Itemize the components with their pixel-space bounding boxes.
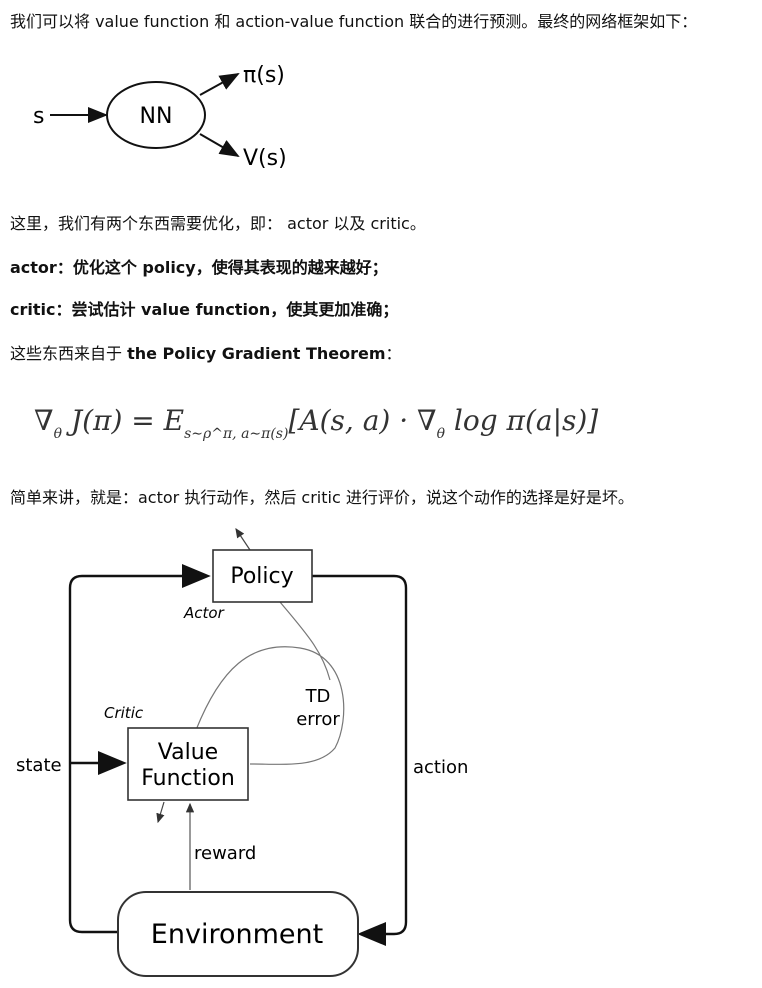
critic-label: Critic: [104, 704, 144, 722]
nn-node: [106, 81, 206, 149]
para-optimize: 这里，我们有两个东西需要优化，即： actor 以及 critic。: [10, 214, 426, 233]
reward-label: reward: [194, 843, 256, 864]
formula-body: [A(s, a) · ∇: [288, 404, 437, 437]
source-bold: the Policy Gradient Theorem: [127, 344, 386, 363]
formula-nabla: ∇: [34, 404, 54, 437]
critic-update-arrow: [156, 801, 165, 824]
source-prefix: 这些东西来自于: [10, 344, 128, 363]
action-loop-line: [312, 574, 408, 946]
formula-theta: θ: [53, 426, 62, 442]
nn-diagram: s NN π(s) V(s): [33, 63, 287, 171]
formula-theta-2: θ: [436, 426, 446, 442]
formula-subscript: s∼ρ^π, a∼π(s): [184, 426, 289, 442]
policy-gradient-formula: ∇θ J(π) = Es∼ρ^π, a∼π(s)[A(s, a) · ∇θ lo…: [34, 404, 598, 442]
nn-out2-label: V(s): [243, 146, 287, 171]
nn-out1-arrow: [199, 73, 240, 96]
td-label-2: error: [296, 709, 340, 730]
value-label-1: Value: [158, 740, 218, 765]
source-line: 这些东西来自于 the Policy Gradient Theorem：: [10, 344, 402, 364]
environment-label: Environment: [151, 919, 323, 950]
summary-text: 简单来讲，就是：actor 执行动作，然后 critic 进行评价，说这个动作的…: [10, 488, 634, 507]
state-loop-line: [68, 564, 211, 934]
formula-j: J(π) = E: [70, 404, 185, 437]
source-suffix: ：: [385, 344, 402, 363]
formula-tail: log π(a|s)]: [445, 404, 599, 437]
td-error-loop: [195, 601, 345, 765]
nn-node-label: NN: [140, 104, 173, 129]
critic-line: critic：尝试估计 value function，使其更加准确；: [10, 300, 399, 319]
value-function-box: [127, 727, 249, 801]
nn-out1-label: π(s): [243, 63, 285, 88]
policy-box: [212, 549, 313, 603]
state-label: state: [16, 755, 62, 776]
actor-label: Actor: [183, 604, 225, 622]
td-label-1: TD: [305, 686, 331, 707]
intro-text: 我们可以将 value function 和 action-value func…: [10, 12, 698, 31]
nn-out2-arrow: [199, 133, 240, 158]
actor-critic-diagram: Policy Actor Critic Value Function TD er…: [16, 528, 468, 977]
nn-input-label: s: [33, 104, 44, 129]
action-label: action: [413, 757, 468, 778]
actor-line: actor：优化这个 policy，使得其表现的越来越好；: [10, 258, 388, 277]
policy-update-arrow: [235, 528, 251, 551]
environment-box: [117, 891, 359, 977]
policy-label: Policy: [230, 564, 293, 589]
value-label-2: Function: [141, 766, 235, 791]
